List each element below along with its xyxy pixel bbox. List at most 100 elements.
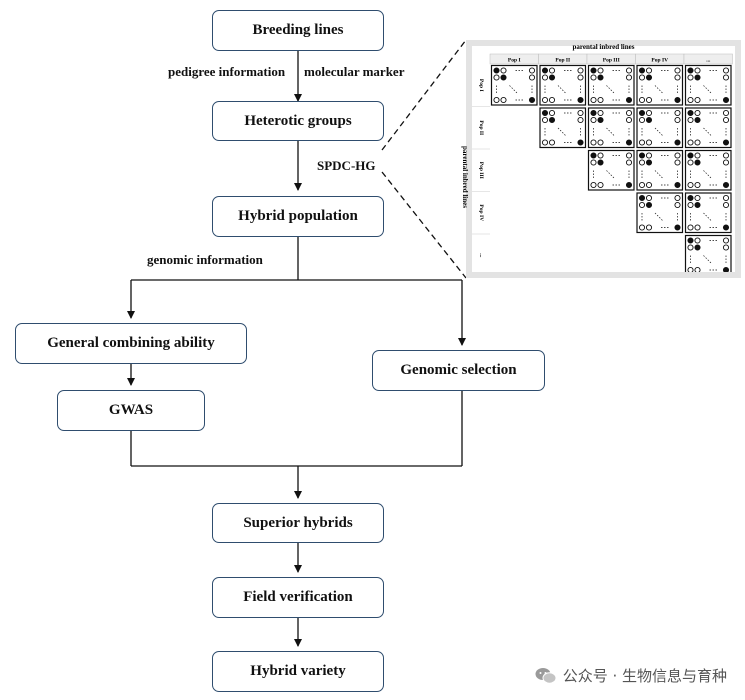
matrix-dot [493,96,500,104]
matrix-dot [722,244,730,251]
matrix-dot [674,139,681,146]
matrix-diag-dots [654,170,664,179]
matrix-dot [638,152,646,159]
matrix-dot [645,224,653,231]
matrix-dot [577,74,584,81]
matrix-dot [687,139,694,146]
matrix-dot [645,96,653,104]
matrix-dot [687,181,694,189]
matrix-dot [638,194,646,202]
matrix-dot [687,116,694,124]
matrix-dot [645,201,653,209]
matrix-dot [674,96,681,104]
matrix-dot [687,67,694,74]
dash-to-matrix-bottom [381,171,467,279]
matrix-dot [597,67,604,74]
matrix-dot [625,139,633,146]
molecular-marker-label: molecular marker [304,64,405,79]
matrix-dot [687,159,694,166]
matrix-dot [597,159,604,166]
matrix-dot [722,266,730,272]
matrix-dot [722,159,730,166]
matrix-dot [645,109,653,117]
matrix-diag-dots [703,127,712,137]
matrix-dot [645,152,653,159]
matrix-dot [722,152,730,159]
wechat-icon [535,667,557,685]
matrix-dot [638,67,646,74]
matrix-dot [597,152,604,159]
matrix-dot [638,96,646,104]
matrix-dot [541,74,549,81]
dash-to-matrix-top [381,39,467,151]
matrix-dot [722,74,730,81]
matrix-dot [597,109,604,117]
matrix-diag-dots [654,85,664,94]
matrix-col-header [683,53,733,65]
matrix-dot [541,116,549,124]
matrix-dot [625,159,633,166]
matrix-dot [674,201,681,209]
matrix-dot [645,194,653,202]
matrix-dot [687,194,694,202]
matrix-dot [577,67,584,74]
matrix-dot [528,67,536,74]
watermark-text: 公众号 · 生物信息与育种 [562,667,727,685]
matrix-dot [645,116,653,124]
matrix-dot [528,74,536,81]
matrix-row-label: Pop II [478,120,484,135]
matrix-dot [577,109,584,117]
matrix-dot [548,67,556,74]
heterotic-matrix-inset: parental inbred lines parental inbred li… [461,40,741,278]
matrix-dot [694,109,701,117]
spdc-hg-label: SPDC-HG [317,158,376,173]
heterotic-groups-box: Heterotic groups [212,101,384,141]
matrix-dot [694,116,701,124]
matrix-dot [590,67,597,74]
matrix-dot [687,201,694,209]
matrix-dot [674,159,681,166]
gwas-box: GWAS [57,390,205,431]
matrix-dot [541,139,549,146]
matrix-dot [722,116,730,124]
matrix-dot [687,152,694,159]
matrix-dot [687,74,694,81]
matrix-dot [590,109,597,117]
matrix-dot [548,116,556,124]
matrix-dot [590,74,597,81]
matrix-dot [625,116,633,124]
matrix-dot [638,201,646,209]
matrix-col-label: Pop I [508,58,521,64]
matrix-dot [722,181,730,189]
matrix-dot [674,109,681,117]
matrix-dot [500,96,507,104]
matrix-col-label: Pop IV [651,58,668,64]
matrix-dot [597,139,604,146]
matrix-dot [687,96,694,104]
matrix-dot [722,67,730,74]
matrix-dot [590,139,597,146]
matrix-dot [694,266,701,272]
matrix-diag-dots [606,127,615,137]
matrix-dot [638,159,646,166]
matrix-dot [590,96,597,104]
matrix-dot [625,152,633,159]
matrix-diag-dots [654,212,664,222]
matrix-dot [694,201,701,209]
matrix-dot [638,116,646,124]
matrix-dot [590,152,597,159]
hybrid-population-box: Hybrid population [212,196,384,237]
matrix-dot [645,181,653,189]
matrix-diag-dots [557,85,567,94]
matrix-dot [722,96,730,104]
pedigree-information-label: pedigree information [168,64,286,79]
matrix-dot [597,96,604,104]
matrix-dot [694,96,701,104]
matrix-dot [590,116,597,124]
matrix-dot [528,96,536,104]
matrix-dot [638,139,646,146]
matrix-col-label: Pop III [603,58,620,64]
matrix-dot [638,109,646,117]
